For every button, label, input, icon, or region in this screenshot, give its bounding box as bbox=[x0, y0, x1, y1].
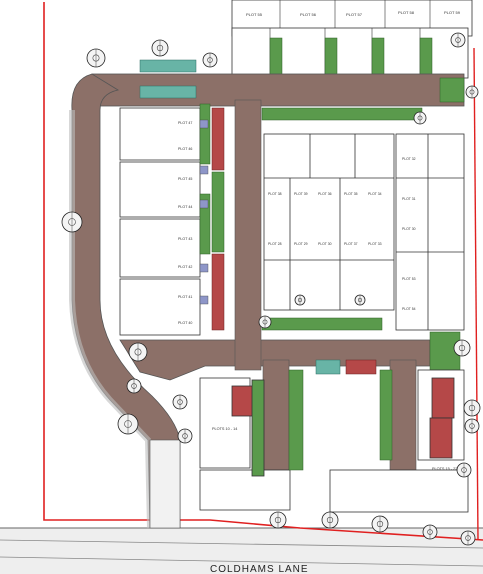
svg-text:PLOT 29: PLOT 29 bbox=[294, 242, 308, 246]
tree-icon bbox=[463, 399, 481, 417]
tree-icon bbox=[294, 294, 306, 306]
internal-road-south bbox=[119, 99, 431, 529]
tree-icon bbox=[269, 511, 287, 529]
south-block-east: PLOTS 15 - 22 bbox=[329, 369, 469, 513]
site-boundary-east bbox=[473, 47, 479, 541]
tree-icon bbox=[61, 211, 83, 233]
tree-icon bbox=[460, 530, 476, 546]
svg-text:PLOT 37: PLOT 37 bbox=[344, 242, 358, 246]
tree-icon bbox=[151, 39, 169, 57]
tree-icon bbox=[172, 394, 188, 410]
svg-text:PLOT 34: PLOT 34 bbox=[368, 192, 382, 196]
west-parking-bays bbox=[199, 103, 225, 331]
tree-icon bbox=[86, 48, 106, 68]
svg-text:PLOT 41: PLOT 41 bbox=[178, 295, 192, 299]
tree-icon-group bbox=[61, 32, 481, 546]
tree-icon bbox=[453, 339, 471, 357]
tree-icon bbox=[371, 515, 389, 533]
tree-icon bbox=[126, 378, 142, 394]
svg-text:PLOT 54: PLOT 54 bbox=[402, 307, 416, 311]
tree-icon bbox=[354, 294, 366, 306]
svg-text:PLOT 45: PLOT 45 bbox=[178, 177, 192, 181]
svg-text:PLOT 58: PLOT 58 bbox=[398, 10, 415, 15]
north-terrace: PLOT 55 PLOT 56 PLOT 57 PLOT 58 PLOT 59 bbox=[231, 0, 473, 79]
svg-text:PLOT 46: PLOT 46 bbox=[178, 147, 192, 151]
tree-icon bbox=[413, 111, 427, 125]
tree-icon bbox=[177, 428, 193, 444]
south-parking-center bbox=[288, 359, 393, 471]
svg-text:PLOT 32: PLOT 32 bbox=[402, 157, 416, 161]
tree-icon bbox=[422, 524, 438, 540]
svg-text:PLOT 55: PLOT 55 bbox=[246, 12, 263, 17]
road-name-label: COLDHAMS LANE bbox=[210, 564, 309, 574]
north-parking-green bbox=[269, 37, 433, 77]
tree-icon bbox=[465, 85, 479, 99]
svg-text:PLOT 59: PLOT 59 bbox=[444, 10, 461, 15]
svg-text:PLOT 42: PLOT 42 bbox=[178, 265, 192, 269]
svg-text:PLOT 38: PLOT 38 bbox=[268, 192, 282, 196]
west-houses bbox=[119, 107, 201, 336]
tree-icon bbox=[464, 418, 480, 434]
tree-icon bbox=[202, 52, 218, 68]
tree-icon bbox=[258, 315, 272, 329]
western-footpath bbox=[69, 110, 153, 529]
svg-text:PLOT 30: PLOT 30 bbox=[318, 242, 332, 246]
tree-icon bbox=[456, 462, 472, 478]
south-block-west: PLOTS 10 - 14 bbox=[199, 377, 291, 511]
svg-text:PLOT 57: PLOT 57 bbox=[346, 12, 363, 17]
svg-text:PLOT 44: PLOT 44 bbox=[178, 205, 192, 209]
svg-text:PLOT 39: PLOT 39 bbox=[294, 192, 308, 196]
site-boundary bbox=[43, 2, 483, 541]
svg-text:PLOT 31: PLOT 31 bbox=[402, 197, 416, 201]
tree-icon bbox=[321, 511, 339, 529]
coldhams-lane-road: COLDHAMS LANE bbox=[0, 527, 483, 574]
svg-text:PLOT 36: PLOT 36 bbox=[318, 192, 332, 196]
svg-text:PLOT 28: PLOT 28 bbox=[268, 242, 282, 246]
svg-text:PLOTS 15 - 22: PLOTS 15 - 22 bbox=[432, 467, 457, 471]
tree-icon bbox=[117, 413, 139, 435]
svg-text:PLOT 56: PLOT 56 bbox=[300, 12, 317, 17]
svg-text:PLOT 35: PLOT 35 bbox=[344, 192, 358, 196]
svg-text:PLOT 40: PLOT 40 bbox=[178, 321, 192, 325]
svg-text:PLOT 30: PLOT 30 bbox=[402, 227, 416, 231]
tree-icon bbox=[128, 342, 148, 362]
svg-text:PLOT 47: PLOT 47 bbox=[178, 121, 192, 125]
tree-icon bbox=[450, 32, 466, 48]
internal-road-north bbox=[91, 73, 465, 107]
svg-text:PLOT 43: PLOT 43 bbox=[178, 237, 192, 241]
svg-text:PLOTS 10 - 14: PLOTS 10 - 14 bbox=[212, 427, 237, 431]
svg-text:PLOT 33: PLOT 33 bbox=[368, 242, 382, 246]
central-block bbox=[263, 133, 465, 331]
svg-text:PLOT 53: PLOT 53 bbox=[402, 277, 416, 281]
teal-parking-north bbox=[139, 59, 197, 99]
